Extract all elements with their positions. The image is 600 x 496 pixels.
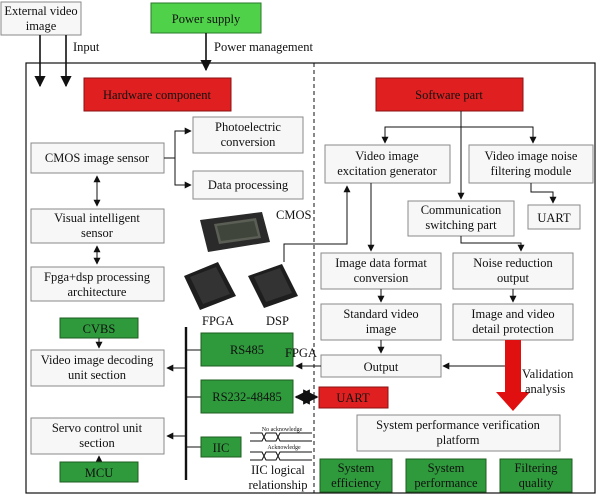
fpga-dsp-label-1: Fpga+dsp processing (44, 270, 151, 284)
validation-label-1: Validation (522, 367, 574, 381)
dsp-chip-label: DSP (266, 314, 289, 328)
power-supply-label: Power supply (172, 12, 241, 26)
noise-reduction-output-box (452, 252, 574, 290)
decoding-label-1: Video image decoding (41, 353, 154, 367)
detail-protection-box (452, 303, 574, 341)
rs232-48485-box (200, 379, 294, 414)
noise-filter-to-uart-arrow (530, 183, 557, 204)
servo-label-2: section (79, 436, 115, 450)
software-branch-right (461, 126, 537, 144)
detail-protect-label-1: Image and video (471, 307, 554, 321)
data-processing-label: Data processing (208, 178, 289, 192)
data-processing-box (192, 170, 304, 200)
filtering-quality-box (499, 458, 573, 493)
iic-waveform-diagram (250, 432, 312, 461)
fpga-dsp-label-2: architecture (68, 285, 127, 299)
software-part-header (375, 77, 524, 112)
comm-switch-label-2: switching part (425, 218, 497, 232)
validation-label-2: analysis (525, 382, 565, 396)
visual-sensor-label-2: sensor (81, 226, 114, 240)
cmos-chip-label: CMOS (276, 208, 311, 222)
format-conversion-box (320, 252, 442, 290)
comm-to-noise-output-arrow (460, 236, 525, 252)
output-label: Output (364, 360, 399, 374)
cmos-to-data-processing-arrow (174, 158, 192, 189)
iic-box (200, 436, 242, 458)
format-conv-label-1: Image data format (335, 256, 427, 270)
standard-video-label-2: image (366, 322, 397, 336)
efficiency-label-2: efficiency (331, 476, 381, 490)
uart-top-label: UART (537, 211, 571, 225)
rs232-48485-label: RS232-48485 (212, 390, 281, 404)
dsp-chip-image (248, 264, 298, 308)
servo-control-box (30, 417, 165, 455)
system-frame (25, 62, 596, 494)
servo-label-1: Servo control unit (52, 421, 143, 435)
photoelectric-conversion-box (192, 116, 304, 154)
cmos-chip-image (200, 212, 270, 252)
system-efficiency-box (319, 458, 393, 493)
iic-label: IIC (213, 441, 230, 455)
rs485-box (200, 332, 294, 367)
external-video-image-label-1: External video (4, 4, 77, 18)
excitation-label-1: Video image (355, 149, 419, 163)
iic-logical-label-2: relationship (248, 478, 307, 492)
external-video-image-box (0, 1, 82, 36)
visual-sensor-label-1: Visual intelligent (54, 211, 140, 225)
uart-top-box (527, 204, 581, 230)
noise-filter-label-1: Video image noise (485, 149, 578, 163)
hardware-component-title: Hardware component (103, 88, 211, 102)
fpga-chip-label: FPGA (202, 314, 234, 328)
comm-switch-label-1: Communication (421, 203, 502, 217)
input-label: Input (73, 40, 100, 54)
fpga-dsp-architecture-box (30, 266, 165, 302)
detail-protect-label-2: detail protection (472, 322, 554, 336)
standard-video-label-1: Standard video (343, 307, 418, 321)
mcu-label: MCU (85, 466, 113, 480)
photoelectric-label-1: Photoelectric (215, 120, 281, 134)
dsp-to-excitation-arrow (283, 185, 351, 262)
photoelectric-label-2: conversion (221, 135, 277, 149)
format-conv-label-2: conversion (354, 271, 410, 285)
cmos-image-sensor-label: CMOS image sensor (45, 151, 150, 165)
excitation-label-2: excitation generator (337, 164, 437, 178)
uart-mid-label: UART (336, 391, 370, 405)
noise-output-label-2: output (497, 271, 529, 285)
verification-label-2: platform (436, 433, 479, 447)
noise-output-label-1: Noise reduction (473, 256, 553, 270)
video-decoding-box (30, 349, 165, 387)
mcu-box (59, 461, 139, 483)
verification-platform-box (356, 414, 561, 452)
performance-label-2: performance (414, 476, 478, 490)
system-performance-box (405, 458, 487, 493)
visual-intelligent-sensor-box (30, 208, 165, 244)
cmos-to-photoelectric-arrow (174, 127, 192, 158)
power-management-label: Power management (214, 40, 313, 54)
software-branch-left (381, 126, 461, 144)
software-part-title: Software part (415, 88, 483, 102)
fpga-chip-image (184, 262, 236, 310)
noise-filtering-module-box (468, 144, 594, 184)
excitation-generator-box (324, 144, 451, 184)
performance-label-1: System (428, 461, 465, 475)
rs485-label: RS485 (230, 343, 264, 357)
noise-filter-label-2: filtering module (491, 164, 572, 178)
cvbs-label: CVBS (83, 322, 116, 336)
efficiency-label-1: System (338, 461, 375, 475)
filtering-label-1: Filtering (514, 461, 558, 475)
acknowledge-label: Acknowledge (267, 445, 301, 451)
hardware-component-header (83, 77, 232, 112)
uart-mid-box (318, 386, 389, 409)
external-video-image-label-2: image (26, 19, 57, 33)
decoding-label-2: unit section (68, 368, 127, 382)
fpga-output-label: FPGA (285, 346, 317, 360)
filtering-label-2: quality (519, 476, 554, 490)
iic-logical-label-1: IIC logical (251, 463, 305, 477)
verification-label-1: System performance verification (376, 418, 541, 432)
power-supply-box (150, 2, 262, 34)
standard-video-image-box (320, 303, 442, 341)
no-acknowledge-label: No acknowledge (262, 427, 303, 433)
validation-big-arrow (496, 340, 530, 411)
